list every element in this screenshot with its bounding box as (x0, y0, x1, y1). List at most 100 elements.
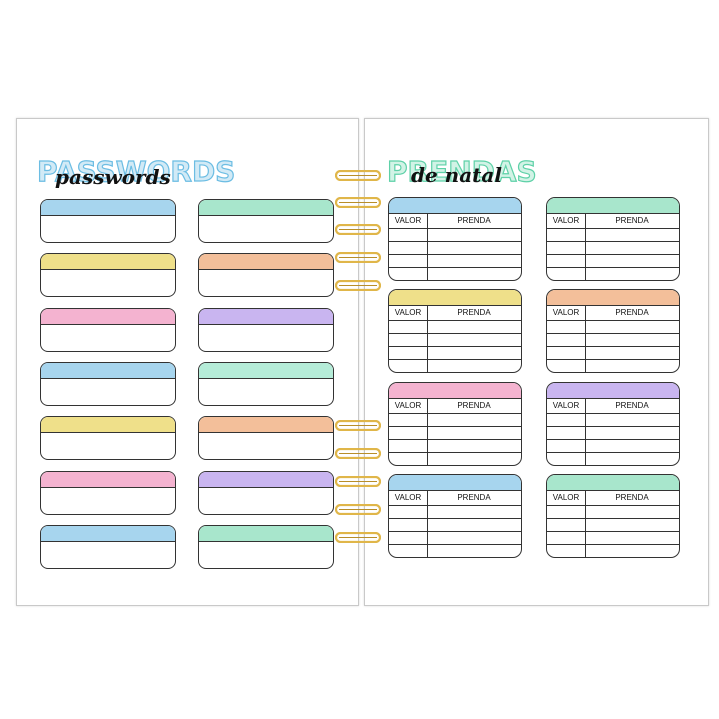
password-card[interactable] (40, 307, 176, 352)
gift-card[interactable]: VALOR PRENDA (546, 381, 680, 466)
gift-card-header-row: VALOR PRENDA (389, 214, 521, 229)
valor-column-header: VALOR (394, 400, 422, 410)
binding-ring (335, 420, 381, 431)
gift-card-row-line (389, 241, 521, 242)
password-card-color-band (199, 417, 333, 434)
password-card[interactable] (40, 253, 176, 298)
gift-card-row-line (547, 241, 679, 242)
password-card-color-band (199, 525, 333, 542)
password-card-color-band (199, 471, 333, 488)
gift-card-row-line (547, 425, 679, 427)
prenda-column-header: PRENDA (457, 216, 491, 225)
password-card[interactable] (198, 416, 334, 461)
password-card[interactable] (198, 470, 334, 515)
password-card[interactable] (198, 307, 334, 352)
gift-card-row-line (547, 359, 679, 361)
password-card[interactable] (198, 524, 334, 569)
password-card[interactable] (198, 361, 334, 406)
left-page: PASSWORDS passwords (16, 118, 359, 606)
gift-card-row-line (389, 531, 521, 533)
valor-column-header: VALOR (552, 400, 580, 410)
password-card-color-band (199, 200, 333, 216)
gift-card-row-line (389, 267, 521, 268)
gift-card-row-line (547, 333, 679, 335)
prenda-column-header: PRENDA (615, 493, 649, 503)
binding-ring (335, 280, 381, 291)
gift-card-row-line (389, 333, 521, 335)
password-card[interactable] (40, 199, 176, 243)
gift-card-row-line (547, 451, 679, 453)
password-card[interactable] (198, 199, 334, 243)
gift-card-row-line (389, 425, 521, 427)
gift-card-column-divider (427, 398, 428, 465)
valor-column-header: VALOR (552, 216, 580, 225)
binding-ring (335, 504, 381, 515)
password-card-color-band (41, 254, 175, 271)
prendas-title: PRENDAS de natal (386, 154, 537, 188)
gift-card-color-band (547, 290, 679, 307)
gift-card-color-band (389, 475, 521, 492)
gift-card-color-band (547, 382, 679, 399)
binding-ring (335, 224, 381, 235)
gift-card[interactable]: VALOR PRENDA (388, 197, 522, 281)
gift-card[interactable]: VALOR PRENDA (546, 289, 680, 374)
gift-card-color-band (389, 198, 521, 214)
gift-card[interactable]: VALOR PRENDA (546, 197, 680, 281)
passwords-outline-title: PASSWORDS (36, 154, 236, 188)
password-card-color-band (41, 471, 175, 488)
gift-card-row-line (389, 544, 521, 546)
gift-card-row-line (547, 438, 679, 440)
prenda-column-header: PRENDA (457, 493, 491, 503)
password-card-color-band (41, 200, 175, 216)
gift-card-color-band (389, 290, 521, 307)
gift-card-header-row: VALOR PRENDA (547, 306, 679, 322)
binding-ring (335, 197, 381, 208)
binding-ring (335, 252, 381, 263)
password-card[interactable] (40, 416, 176, 461)
binding-ring (335, 476, 381, 487)
valor-column-header: VALOR (552, 308, 580, 318)
password-card[interactable] (198, 253, 334, 298)
gift-card-row-line (389, 438, 521, 440)
gift-card-row-line (547, 544, 679, 546)
password-card-color-band (41, 308, 175, 325)
gift-card-column-divider (427, 214, 428, 280)
gift-card-row-line (547, 267, 679, 268)
password-card[interactable] (40, 361, 176, 406)
gift-card-row-line (547, 346, 679, 348)
passwords-script-title: passwords (55, 165, 171, 189)
password-card-color-band (41, 362, 175, 379)
gift-card-column-divider (585, 491, 586, 558)
password-card-color-band (41, 525, 175, 542)
gift-card-row-line (389, 254, 521, 255)
binding-ring (335, 532, 381, 543)
password-card-color-band (199, 254, 333, 271)
gift-card-column-divider (585, 214, 586, 280)
gift-card[interactable]: VALOR PRENDA (546, 474, 680, 559)
gift-card-row-line (389, 518, 521, 520)
gift-card-header-row: VALOR PRENDA (547, 491, 679, 507)
valor-column-header: VALOR (552, 493, 580, 503)
prenda-column-header: PRENDA (615, 308, 649, 318)
gift-card-column-divider (427, 491, 428, 558)
password-card[interactable] (40, 470, 176, 515)
gift-card-row-line (389, 346, 521, 348)
prenda-column-header: PRENDA (615, 400, 649, 410)
passwords-title: PASSWORDS passwords (36, 154, 236, 189)
valor-column-header: VALOR (394, 216, 422, 225)
gift-card-column-divider (585, 306, 586, 373)
password-card-color-band (41, 417, 175, 434)
password-card[interactable] (40, 524, 176, 569)
password-card-color-band (199, 308, 333, 325)
gift-card-row-line (547, 254, 679, 255)
gift-card-column-divider (585, 398, 586, 465)
gift-card-row-line (547, 531, 679, 533)
password-card-color-band (199, 362, 333, 379)
prenda-column-header: PRENDA (615, 216, 649, 225)
prenda-column-header: PRENDA (457, 308, 491, 318)
